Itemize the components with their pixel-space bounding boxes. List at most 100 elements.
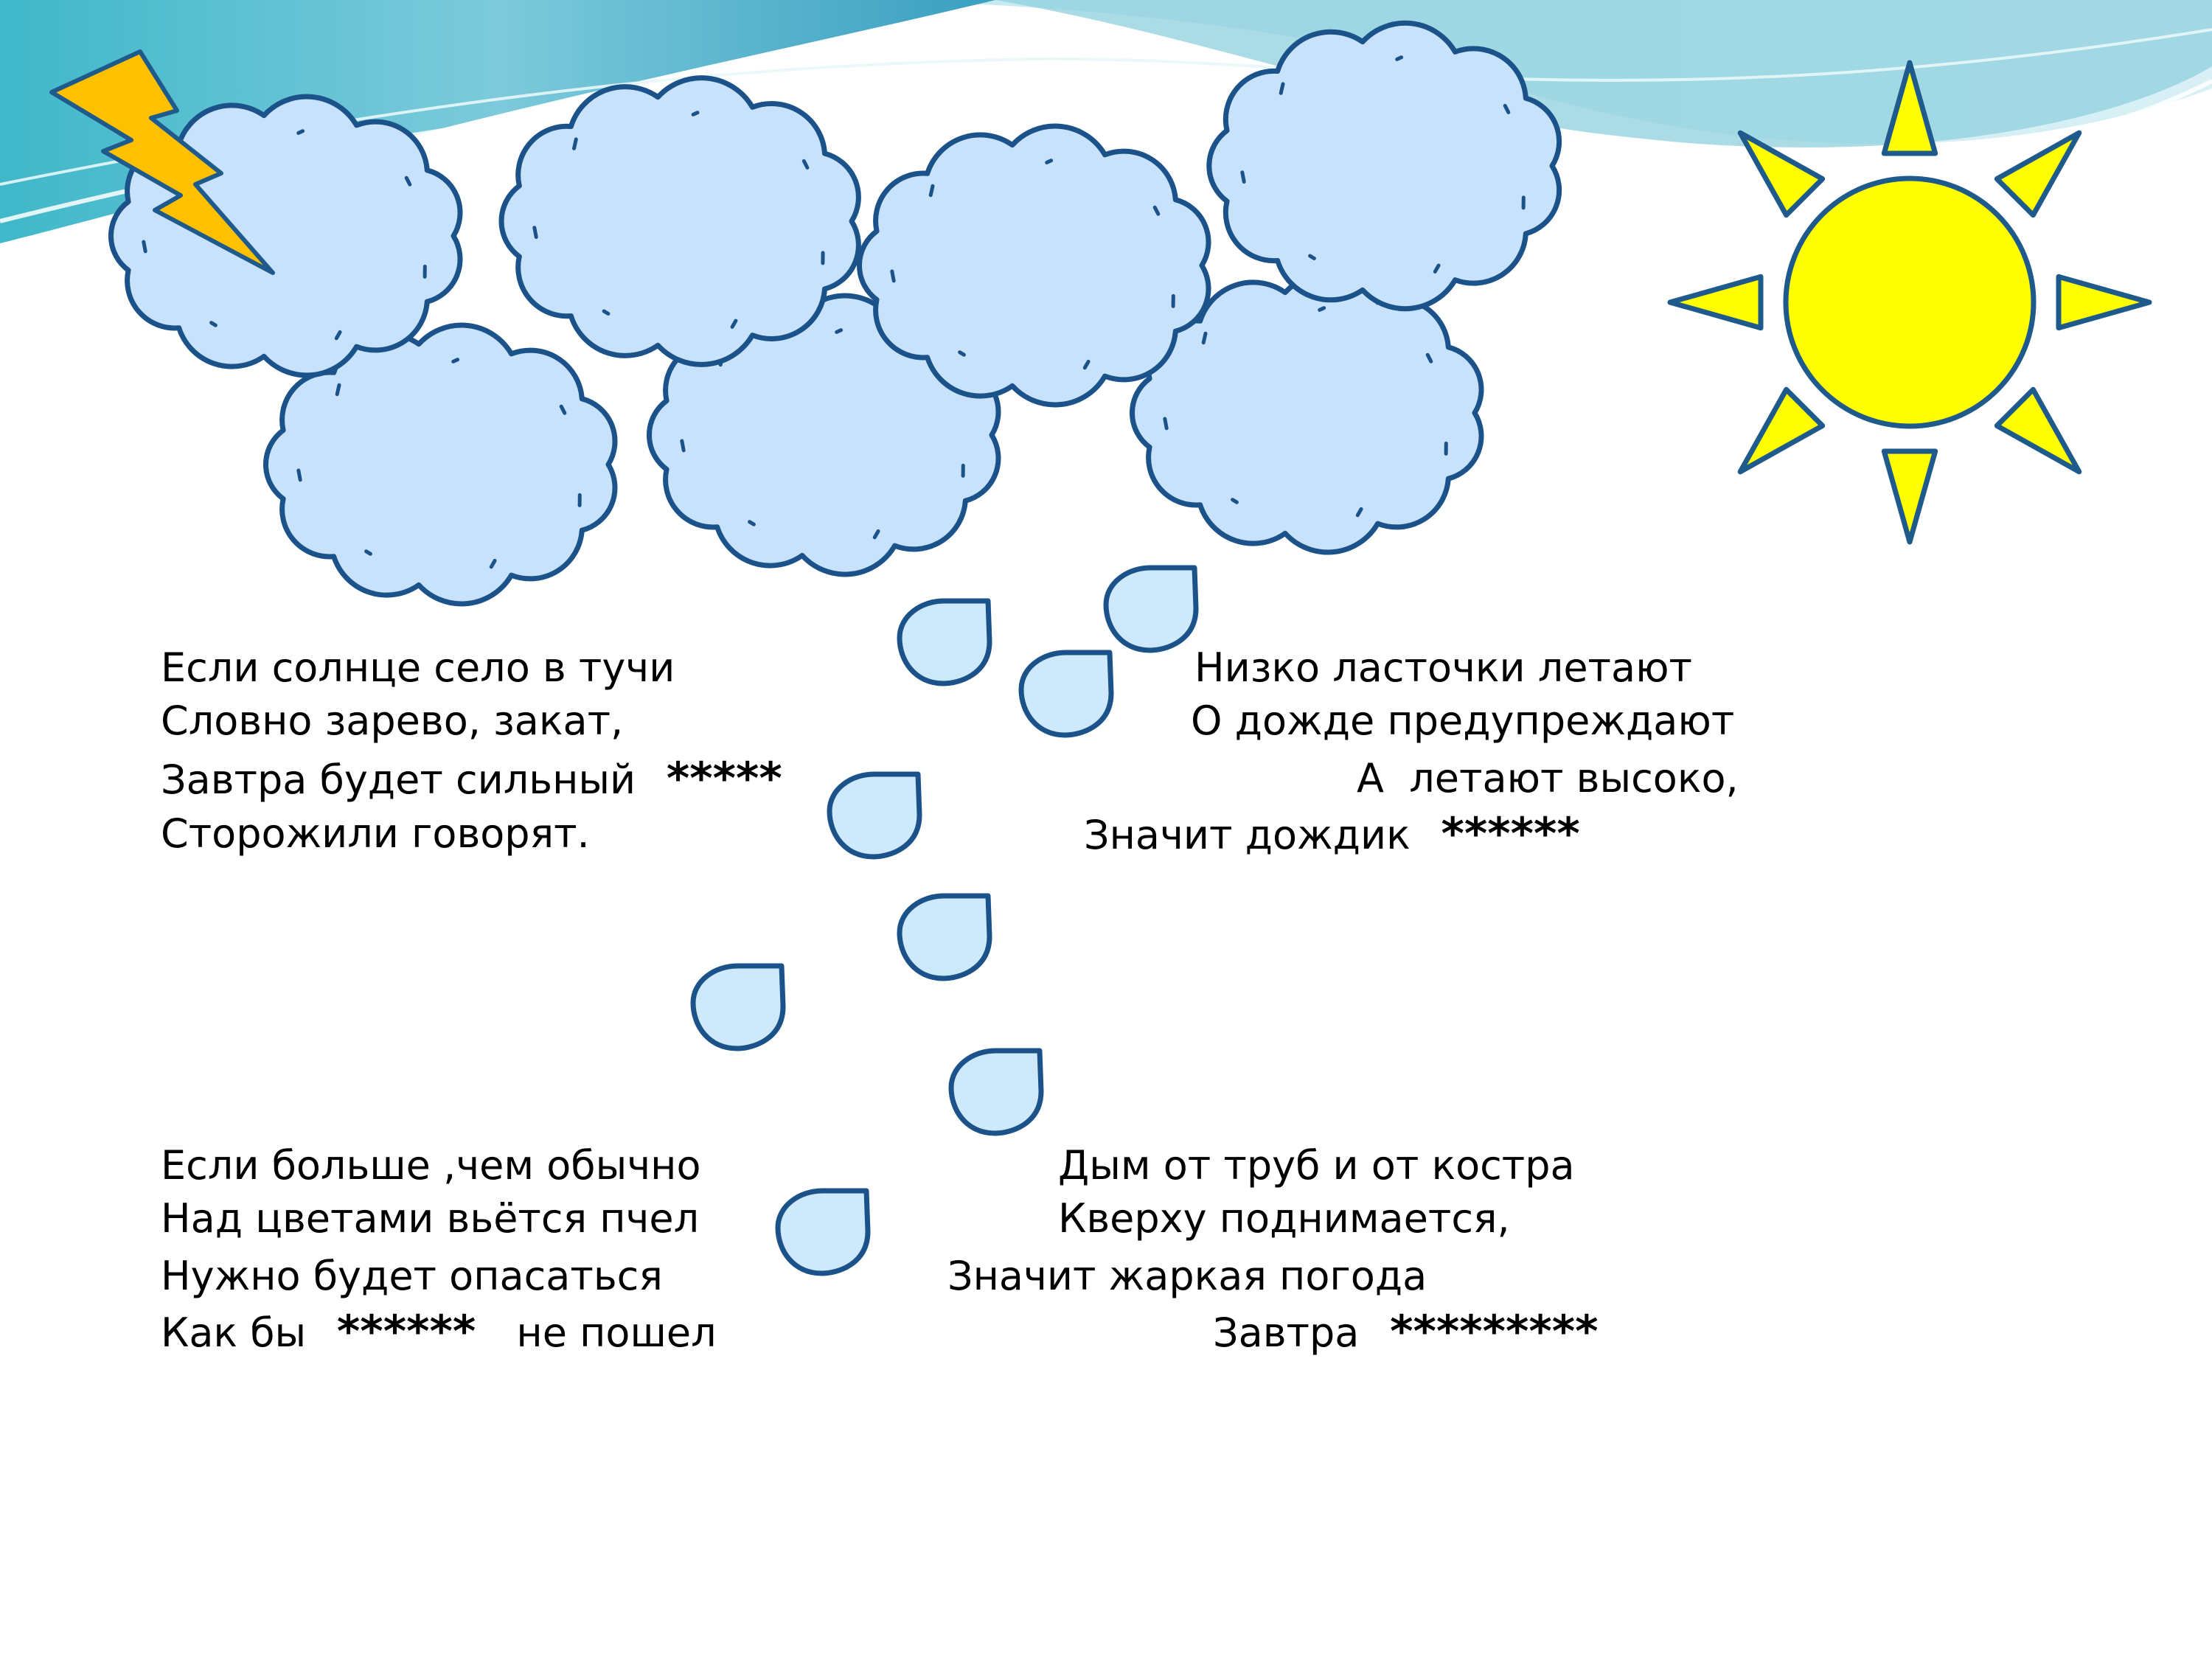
raindrop-icon [775,1188,871,1276]
poem-line: Завтра ********* [1213,1305,1599,1360]
cloud-detail [142,240,147,254]
poem-line: Дым от труб и от костра [1058,1139,1575,1192]
poem-text: Нужно будет опасаться [161,1253,663,1299]
answer-stars: ***** [636,753,782,804]
cloud-detail [1152,205,1161,216]
cloud-icon [498,75,861,367]
poem-text: Значит дождик [1084,812,1411,858]
sun-ray [1737,386,1826,475]
cloud-detail [404,175,412,187]
sun-ray [1994,386,2082,475]
cloud-detail [1308,254,1316,260]
cloud-detail [801,159,810,170]
cloud-icon [1206,20,1562,312]
sun-ray [1737,130,1826,218]
raindrop-icon [690,963,786,1051]
cloud-detail [1201,331,1208,345]
cloud-icon [262,322,618,607]
cloud-detail [1355,507,1363,518]
poem-text: не пошел [491,1310,717,1356]
poem-line: Низко ласточки летают [1194,641,1692,695]
cloud-detail [1425,352,1433,364]
poem-text: Словно зарево, закат, [161,698,624,744]
answer-stars: ****** [1410,808,1580,860]
cloud-detail [1318,306,1326,312]
sun-ray [1994,130,2082,218]
poem-line: Значит жаркая погода [947,1250,1427,1303]
poem-line: Значит дождик ****** [1084,807,1580,862]
lightning-icon [49,49,275,275]
poem-line: А летают высоко, [1357,752,1739,805]
poem-text: Если солнце село в тучи [161,644,675,691]
sun-ray [2056,274,2152,331]
poem-text: Значит жаркая погода [947,1253,1427,1299]
raindrop-icon [948,1048,1044,1136]
poem-text: Завтра будет сильный [161,757,636,803]
cloud-detail [958,350,966,357]
cloud-detail [1433,263,1441,274]
cloud-detail [602,309,611,316]
poem-line: Над цветами вьётся пчел [161,1192,699,1245]
poem-line: Сторожили говорят. [161,807,590,860]
cloud-detail [872,529,880,540]
sun-icon [1667,60,2152,545]
sun-ray [1667,274,1764,331]
cloud-detail [1231,498,1239,504]
cloud-detail [890,269,896,283]
poem-text: Низко ласточки летают [1194,644,1692,691]
cloud-detail [532,226,538,239]
sun-ray [1881,60,1938,156]
cloud-detail [730,319,738,329]
poem-text: Над цветами вьётся пчел [161,1195,700,1242]
answer-stars: ****** [306,1306,492,1357]
answer-stars: ********* [1359,1306,1599,1357]
poem-line: Нужно будет опасаться [161,1250,663,1303]
cloud-detail [572,137,578,150]
raindrop-icon [827,771,922,860]
raindrop-icon [897,893,992,981]
cloud-detail [835,328,844,334]
poem-line: Если солнце село в тучи [161,641,675,695]
cloud-detail [209,321,218,327]
poem-text: Если больше ,чем обычно [161,1142,701,1189]
cloud-detail [748,520,756,526]
cloud-detail [691,111,700,116]
cloud-detail [364,549,372,556]
cloud-detail [1279,82,1285,95]
poem-line: Если больше ,чем обычно [161,1139,700,1192]
poem-text: Завтра [1213,1310,1360,1356]
poem-text: Как бы [161,1310,307,1356]
cloud-detail [296,129,305,135]
cloud-detail [1395,55,1404,61]
sun-ray [1881,448,1938,545]
poem-text: Кверху поднимается, [1058,1195,1510,1242]
poem-line: Словно зарево, закат, [161,695,623,748]
cloud-detail [451,358,460,364]
raindrops [690,565,1199,1276]
poem-line: Завтра будет сильный ***** [161,752,782,807]
cloud-detail [1045,159,1054,164]
cloud-detail [1163,417,1169,431]
cloud-detail [1503,103,1511,114]
cloud-detail [489,558,497,569]
poem-line: Как бы ****** не пошел [161,1305,717,1360]
cloud-icon [856,123,1211,408]
cloud-detail [680,439,686,453]
cloud-detail [335,383,341,397]
cloud-detail [1082,359,1091,370]
raindrop-icon [1018,650,1114,738]
clouds [108,20,1562,607]
cloud-detail [1240,170,1246,184]
raindrop-icon [1103,565,1199,653]
poem-text: А летают высоко, [1357,755,1739,801]
cloud-detail [334,330,342,341]
raindrop-icon [897,598,992,686]
cloud-detail [559,404,567,415]
poem-line: Кверху поднимается, [1058,1192,1510,1245]
